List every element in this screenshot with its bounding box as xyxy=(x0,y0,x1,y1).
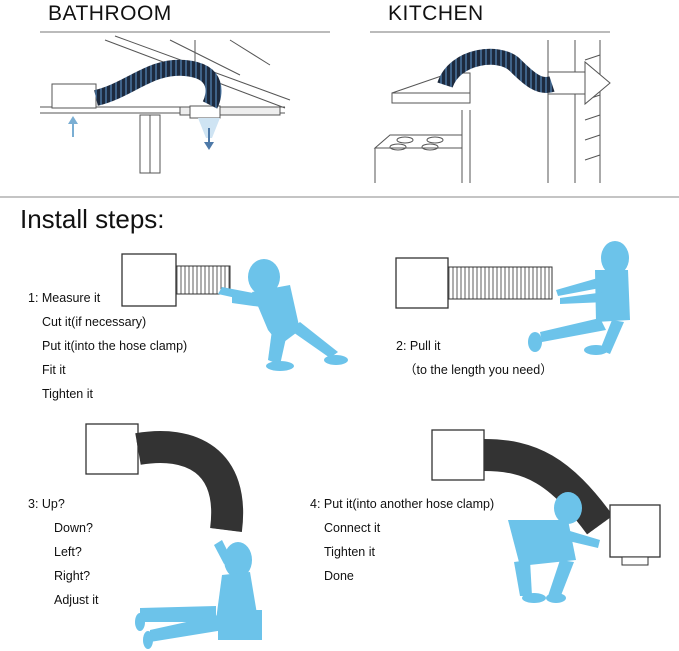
step4-line: 4: Put it(into another hose clamp) xyxy=(310,497,495,511)
bathroom-airflow-arrows xyxy=(68,116,220,150)
step2-line: 2: Pull it xyxy=(396,339,441,353)
bathroom-duct xyxy=(93,59,222,109)
kitchen-duct xyxy=(437,48,555,93)
wall-box xyxy=(85,423,139,475)
person-measuring xyxy=(218,259,348,371)
step2-text: 2: Pull it （to the length you need） xyxy=(396,334,553,382)
step1-line: Put it(into the hose clamp) xyxy=(42,339,188,353)
step1-line: Tighten it xyxy=(42,387,93,401)
step4-line: Connect it xyxy=(324,521,381,535)
hose-clamp xyxy=(621,556,649,566)
install-steps-title: Install steps: xyxy=(20,204,165,234)
wall-box xyxy=(431,429,485,481)
step2-illustration xyxy=(395,241,630,355)
person-connecting xyxy=(508,492,600,603)
step3-line: Down? xyxy=(54,521,93,535)
bathroom-diagram xyxy=(40,35,291,174)
step1-illustration xyxy=(121,253,348,371)
step1-text: 1: Measure it Cut it(if necessary) Put i… xyxy=(28,286,187,406)
step1-line: Fit it xyxy=(42,363,66,377)
wall-box xyxy=(395,257,449,309)
kitchen-heading: KITCHEN xyxy=(388,2,484,25)
bathroom-heading: BATHROOM xyxy=(48,2,172,25)
step1-line: Cut it(if necessary) xyxy=(42,315,147,329)
step3-text: 3: Up? Down? Left? Right? Adjust it xyxy=(28,492,98,612)
second-box xyxy=(609,504,661,558)
hose-extended xyxy=(447,266,553,300)
step4-illustration xyxy=(431,429,661,603)
kitchen-diagram xyxy=(373,40,611,183)
hose-connect xyxy=(483,440,613,534)
step2-line: （to the length you need） xyxy=(404,363,553,377)
step3-illustration xyxy=(85,423,262,649)
step4-text: 4: Put it(into another hose clamp) Conne… xyxy=(310,492,494,588)
hose-bent xyxy=(135,431,243,532)
person-pulling xyxy=(528,241,630,355)
step1-line: 1: Measure it xyxy=(28,291,101,305)
step4-line: Tighten it xyxy=(324,545,375,559)
person-adjusting xyxy=(135,540,262,649)
step3-line: Adjust it xyxy=(54,593,99,607)
step3-line: Right? xyxy=(54,569,91,583)
step3-line: 3: Up? xyxy=(28,497,65,511)
step3-line: Left? xyxy=(54,545,82,559)
step4-line: Done xyxy=(324,569,354,583)
wall-box xyxy=(121,253,177,307)
